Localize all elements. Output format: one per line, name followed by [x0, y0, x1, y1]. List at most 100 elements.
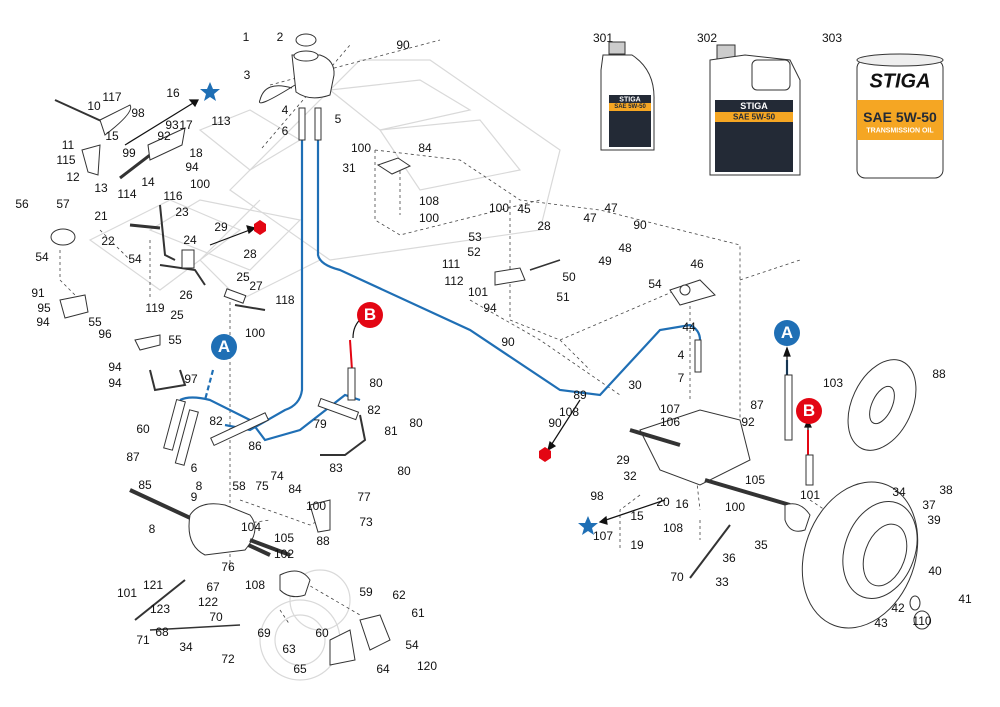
- part-label[interactable]: 98: [590, 489, 604, 503]
- part-label[interactable]: 62: [392, 588, 406, 602]
- connector-marker-b[interactable]: B: [796, 398, 822, 424]
- part-label[interactable]: 114: [117, 187, 137, 201]
- part-label[interactable]: 8: [195, 479, 203, 493]
- part-label[interactable]: 107: [659, 402, 681, 416]
- part-label[interactable]: 87: [126, 450, 140, 464]
- part-label[interactable]: 98: [131, 106, 145, 120]
- part-label[interactable]: 94: [483, 301, 497, 315]
- part-label[interactable]: 30: [628, 378, 642, 392]
- part-label[interactable]: 16: [675, 497, 689, 511]
- part-label[interactable]: 50: [562, 270, 576, 284]
- part-label[interactable]: 89: [573, 388, 587, 402]
- part-label[interactable]: 86: [248, 439, 262, 453]
- part-label[interactable]: 85: [138, 478, 152, 492]
- part-label[interactable]: 90: [396, 38, 410, 52]
- part-label[interactable]: 100: [724, 500, 746, 514]
- part-label[interactable]: 63: [282, 642, 296, 656]
- part-label[interactable]: 68: [155, 625, 169, 639]
- part-label[interactable]: 12: [66, 170, 80, 184]
- part-label[interactable]: 38: [939, 483, 953, 497]
- part-label[interactable]: 36: [722, 551, 736, 565]
- part-label[interactable]: 91: [31, 286, 45, 300]
- part-label[interactable]: 21: [94, 209, 108, 223]
- part-label[interactable]: 61: [411, 606, 425, 620]
- part-label[interactable]: 46: [690, 257, 704, 271]
- part-label[interactable]: 29: [616, 453, 630, 467]
- part-label[interactable]: 24: [183, 233, 197, 247]
- part-label[interactable]: 54: [128, 252, 142, 266]
- part-label[interactable]: 10: [87, 99, 101, 113]
- part-label[interactable]: 33: [715, 575, 729, 589]
- part-label[interactable]: 52: [467, 245, 481, 259]
- part-label[interactable]: 47: [583, 211, 597, 225]
- part-label[interactable]: 15: [630, 509, 644, 523]
- part-label[interactable]: 108: [662, 521, 684, 535]
- part-label[interactable]: 117: [102, 90, 122, 104]
- part-label[interactable]: 23: [175, 205, 189, 219]
- part-label[interactable]: 92: [741, 415, 755, 429]
- oil-part-label[interactable]: 303: [821, 31, 843, 45]
- part-label[interactable]: 108: [418, 194, 440, 208]
- part-label[interactable]: 25: [236, 270, 250, 284]
- part-label[interactable]: 92: [157, 129, 171, 143]
- part-label[interactable]: 2: [276, 30, 284, 44]
- part-label[interactable]: 105: [744, 473, 766, 487]
- part-label[interactable]: 34: [179, 640, 193, 654]
- part-label[interactable]: 103: [822, 376, 844, 390]
- part-label[interactable]: 95: [37, 301, 51, 315]
- part-label[interactable]: 6: [190, 461, 198, 475]
- part-label[interactable]: 93: [165, 118, 179, 132]
- part-label[interactable]: 59: [359, 585, 373, 599]
- part-label[interactable]: 101: [799, 488, 821, 502]
- part-label[interactable]: 81: [384, 424, 398, 438]
- part-label[interactable]: 17: [179, 118, 193, 132]
- part-label[interactable]: 70: [209, 610, 223, 624]
- part-label[interactable]: 28: [537, 219, 551, 233]
- part-label[interactable]: 37: [922, 498, 936, 512]
- part-label[interactable]: 116: [163, 189, 183, 203]
- connector-marker-a[interactable]: A: [211, 334, 237, 360]
- part-label[interactable]: 110: [912, 614, 932, 628]
- part-label[interactable]: 9: [190, 490, 198, 504]
- part-label[interactable]: 74: [270, 469, 284, 483]
- part-label[interactable]: 121: [142, 578, 164, 592]
- oil-part-label[interactable]: 302: [696, 31, 718, 45]
- part-label[interactable]: 90: [548, 416, 562, 430]
- part-label[interactable]: 100: [350, 141, 372, 155]
- part-label[interactable]: 35: [754, 538, 768, 552]
- part-label[interactable]: 100: [305, 499, 327, 513]
- oil-part-label[interactable]: 301: [592, 31, 614, 45]
- part-label[interactable]: 26: [179, 288, 193, 302]
- part-label[interactable]: 87: [750, 398, 764, 412]
- part-label[interactable]: 54: [405, 638, 419, 652]
- part-label[interactable]: 94: [36, 315, 50, 329]
- part-label[interactable]: 108: [244, 578, 266, 592]
- part-label[interactable]: 27: [249, 279, 263, 293]
- part-label[interactable]: 105: [273, 531, 295, 545]
- part-label[interactable]: 13: [94, 181, 108, 195]
- part-label[interactable]: 5: [334, 112, 342, 126]
- part-label[interactable]: 94: [185, 160, 199, 174]
- part-label[interactable]: 80: [397, 464, 411, 478]
- part-label[interactable]: 7: [677, 371, 685, 385]
- part-label[interactable]: 119: [145, 301, 165, 315]
- part-label[interactable]: 77: [357, 490, 371, 504]
- part-label[interactable]: 40: [928, 564, 942, 578]
- part-label[interactable]: 96: [98, 327, 112, 341]
- part-label[interactable]: 54: [648, 277, 662, 291]
- part-label[interactable]: 80: [409, 416, 423, 430]
- part-label[interactable]: 88: [932, 367, 946, 381]
- part-label[interactable]: 55: [88, 315, 102, 329]
- part-label[interactable]: 58: [232, 479, 246, 493]
- part-label[interactable]: 84: [288, 482, 302, 496]
- part-label[interactable]: 6: [281, 124, 289, 138]
- part-label[interactable]: 75: [255, 479, 269, 493]
- part-label[interactable]: 94: [108, 376, 122, 390]
- part-label[interactable]: 64: [376, 662, 390, 676]
- connector-marker-a[interactable]: A: [774, 320, 800, 346]
- part-label[interactable]: 112: [444, 274, 464, 288]
- part-label[interactable]: 49: [598, 254, 612, 268]
- part-label[interactable]: 31: [342, 161, 356, 175]
- part-label[interactable]: 8: [148, 522, 156, 536]
- part-label[interactable]: 42: [891, 601, 905, 615]
